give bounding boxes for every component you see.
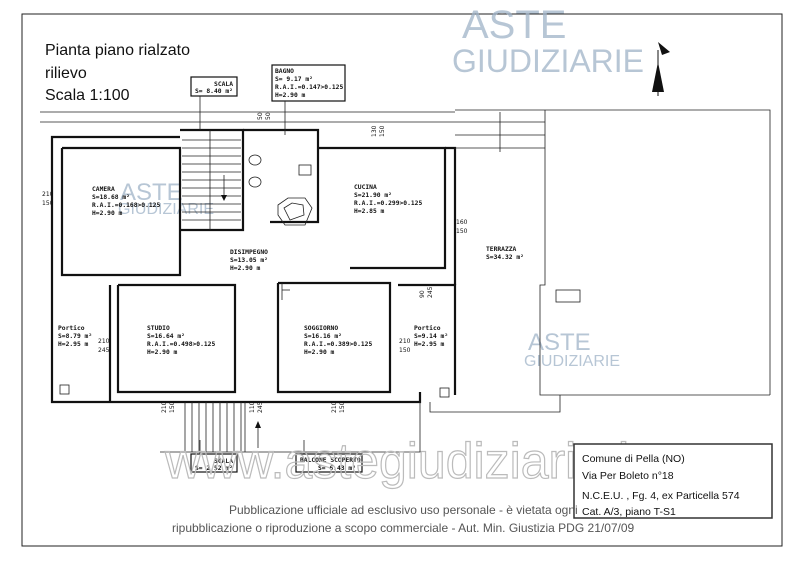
svg-text:S=9.14 m²: S=9.14 m² <box>414 333 448 340</box>
callout-scala-top: SCALA S= 8.40 m² <box>190 76 238 130</box>
svg-text:160: 160 <box>456 219 468 226</box>
watermark-url: www.astegiudiziarie.it <box>164 433 643 489</box>
svg-text:R.A.I.=0.299>0.125: R.A.I.=0.299>0.125 <box>354 200 422 207</box>
svg-text:110: 110 <box>249 401 256 413</box>
callout-bagno: BAGNO S= 9.17 m² R.A.I.=0.147>0.125 H=2.… <box>271 64 346 135</box>
svg-text:Comune di Pella (NO): Comune di Pella (NO) <box>582 453 685 465</box>
svg-text:H=2.90 m: H=2.90 m <box>275 92 306 99</box>
svg-text:N.C.E.U. , Fg. 4, ex Particel: N.C.E.U. , Fg. 4, ex Particella 574 <box>582 490 740 502</box>
cadastral-info-box: Comune di Pella (NO) Via Per Boleto n°18… <box>573 443 773 519</box>
room-label-camera: CAMERA S=18.68 m² R.A.I.=0.168>0.125 H=2… <box>92 186 160 217</box>
svg-text:150: 150 <box>339 401 346 413</box>
svg-text:Portico: Portico <box>58 324 85 332</box>
watermark-logo-right: ASTE GIUDIZIARIE <box>524 329 620 370</box>
svg-text:210: 210 <box>42 191 54 198</box>
svg-text:R.A.I.=0.389>0.125: R.A.I.=0.389>0.125 <box>304 341 372 348</box>
plan-scale: Scala 1:100 <box>45 87 130 104</box>
svg-text:210: 210 <box>161 401 168 413</box>
callout-balcone: BALCONE SCOPERTO S= 6.43 m² <box>295 440 363 473</box>
svg-text:SCALA: SCALA <box>214 458 233 465</box>
plan-title: Pianta piano rialzato <box>45 42 190 59</box>
svg-text:S=16.64 m²: S=16.64 m² <box>147 333 185 340</box>
room-label-terrazza: TERRAZZA S=34.32 m² <box>486 246 524 261</box>
svg-text:210: 210 <box>399 338 411 345</box>
svg-text:BALCONE SCOPERTO: BALCONE SCOPERTO <box>300 457 361 464</box>
room-label-studio: STUDIO S=16.64 m² R.A.I.=0.498>0.125 H=2… <box>147 325 215 356</box>
svg-text:CUCINA: CUCINA <box>354 184 377 191</box>
svg-text:150: 150 <box>399 347 411 354</box>
svg-text:H=2.95 m: H=2.95 m <box>414 341 445 348</box>
svg-text:SOGGIORNO: SOGGIORNO <box>304 325 338 332</box>
svg-text:245: 245 <box>427 286 434 298</box>
svg-text:SCALA: SCALA <box>214 81 233 88</box>
svg-text:DISIMPEGNO: DISIMPEGNO <box>230 249 268 256</box>
svg-text:90: 90 <box>419 290 426 298</box>
room-label-soggiorno: SOGGIORNO S=16.16 m² R.A.I.=0.389>0.125 … <box>304 325 372 356</box>
svg-text:CAMERA: CAMERA <box>92 186 115 193</box>
bathroom-fixtures <box>248 154 313 226</box>
svg-text:Cat. A/3, piano T-S1: Cat. A/3, piano T-S1 <box>582 506 676 518</box>
svg-text:S= 6.43 m²: S= 6.43 m² <box>318 465 356 472</box>
plan-subtitle: rilievo <box>45 65 87 82</box>
watermark-logo-mid: ASTE GIUDIZIARIE <box>118 179 214 218</box>
svg-text:R.A.I.=0.168>0.125: R.A.I.=0.168>0.125 <box>92 202 160 209</box>
svg-text:245: 245 <box>98 347 110 354</box>
watermark-logo-top: ASTE GIUDIZIARIE <box>452 3 644 79</box>
svg-text:S=16.16 m²: S=16.16 m² <box>304 333 342 340</box>
svg-text:150: 150 <box>42 200 54 207</box>
svg-text:50: 50 <box>257 112 264 120</box>
svg-text:GIUDIZIARIE: GIUDIZIARIE <box>452 43 644 79</box>
svg-text:S=18.68 m²: S=18.68 m² <box>92 194 130 201</box>
svg-text:ASTE: ASTE <box>528 329 591 356</box>
svg-text:150: 150 <box>379 125 386 137</box>
svg-text:GIUDIZIARIE: GIUDIZIARIE <box>524 353 620 370</box>
svg-text:S=34.32 m²: S=34.32 m² <box>486 254 524 261</box>
svg-text:50: 50 <box>265 112 272 120</box>
svg-text:S= 8.40 m²: S= 8.40 m² <box>195 88 233 95</box>
svg-text:STUDIO: STUDIO <box>147 325 170 332</box>
svg-text:H=2.90 m: H=2.90 m <box>230 265 261 272</box>
room-label-portico-left: Portico S=8.79 m² H=2.95 m <box>58 324 92 348</box>
svg-text:S= 9.17 m²: S= 9.17 m² <box>275 76 313 83</box>
svg-text:H=2.85 m: H=2.85 m <box>354 208 385 215</box>
svg-text:R.A.I.=0.147>0.125: R.A.I.=0.147>0.125 <box>275 84 343 91</box>
footer-notice-line2: ripubblicazione o riproduzione a scopo c… <box>172 521 635 535</box>
svg-text:H=2.90 m: H=2.90 m <box>304 349 335 356</box>
svg-text:ASTE: ASTE <box>462 3 566 47</box>
terrace-outline <box>59 109 771 398</box>
svg-text:S=13.05 m²: S=13.05 m² <box>230 257 268 264</box>
svg-text:150: 150 <box>169 401 176 413</box>
svg-text:210: 210 <box>98 338 110 345</box>
svg-text:150: 150 <box>456 228 468 235</box>
svg-text:245: 245 <box>257 401 264 413</box>
svg-text:R.A.I.=0.498>0.125: R.A.I.=0.498>0.125 <box>147 341 215 348</box>
room-label-disimpegno: DISIMPEGNO S=13.05 m² H=2.90 m <box>230 249 268 272</box>
callout-scala-bottom: SCALA S= 2.52 m² <box>190 440 238 473</box>
sheet-border <box>21 13 783 547</box>
svg-text:210: 210 <box>331 401 338 413</box>
footer-notice-line1: Pubblicazione ufficiale ad esclusivo uso… <box>229 503 578 517</box>
staircase-internal <box>182 130 241 230</box>
window-dimensions: 50 50 130 150 210 150 160 150 90 245 210… <box>42 112 468 413</box>
svg-text:H=2.95 m: H=2.95 m <box>58 341 89 348</box>
svg-text:S=21.90 m²: S=21.90 m² <box>354 192 392 199</box>
svg-text:Portico: Portico <box>414 324 441 332</box>
svg-text:ASTE: ASTE <box>120 179 183 206</box>
svg-text:GIUDIZIARIE: GIUDIZIARIE <box>118 201 214 218</box>
svg-text:BAGNO: BAGNO <box>275 68 294 75</box>
svg-text:S=8.79 m²: S=8.79 m² <box>58 333 92 340</box>
svg-text:H=2.90 m: H=2.90 m <box>92 210 123 217</box>
svg-text:TERRAZZA: TERRAZZA <box>486 246 517 253</box>
svg-text:Via Per Boleto n°18: Via Per Boleto n°18 <box>582 470 674 482</box>
north-arrow-icon <box>652 42 670 96</box>
balcony-outline <box>160 395 561 453</box>
svg-text:H=2.90 m: H=2.90 m <box>147 349 178 356</box>
room-label-cucina: CUCINA S=21.90 m² R.A.I.=0.299>0.125 H=2… <box>354 184 422 215</box>
svg-text:130: 130 <box>371 125 378 137</box>
room-label-portico-right: Portico S=9.14 m² H=2.95 m <box>414 324 448 348</box>
svg-text:S= 2.52 m²: S= 2.52 m² <box>195 465 233 472</box>
